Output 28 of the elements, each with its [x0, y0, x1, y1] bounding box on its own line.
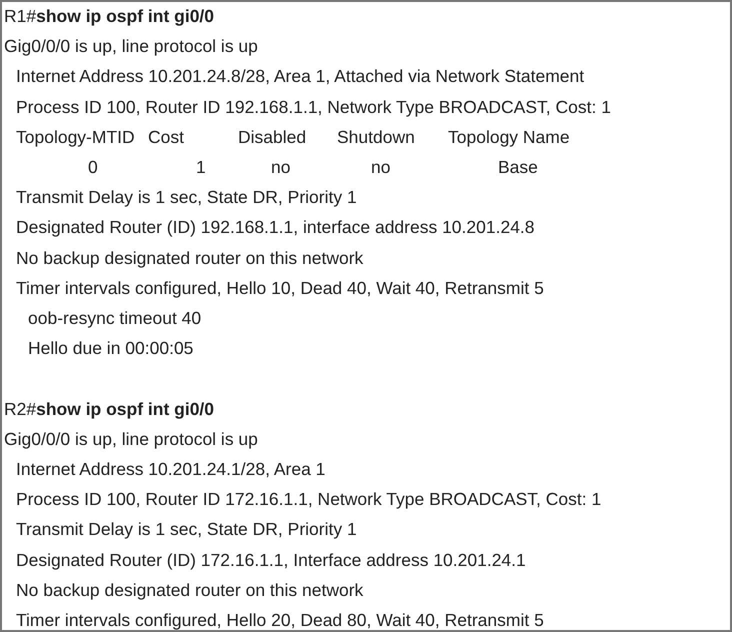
output-line: No backup designated router on this network — [16, 578, 364, 601]
table-header: Shutdown — [337, 126, 415, 148]
output-line: Designated Router (ID) 172.16.1.1, Interface address 10.201.24.1 — [16, 548, 526, 571]
table-header: Cost — [148, 126, 184, 148]
command-line: R1#show ip ospf int gi0/0 — [4, 5, 214, 27]
table-value: no — [371, 156, 390, 178]
table-value: 0 — [88, 156, 98, 178]
output-line: Internet Address 10.201.24.8/28, Area 1, Attached via Network Statement — [16, 65, 584, 88]
output-line: Internet Address 10.201.24.1/28, Area 1 — [16, 458, 326, 480]
command-line: R2#show ip ospf int gi0/0 — [4, 398, 214, 420]
output-line: Process ID 100, Router ID 172.16.1.1, Network Type BROADCAST, Cost: 1 — [16, 488, 602, 510]
table-header: Topology Name — [448, 126, 570, 148]
output-line: oob-resync timeout 40 — [28, 307, 202, 329]
table-header: Disabled — [238, 126, 306, 148]
output-line: Gig0/0/0 is up, line protocol is up — [4, 428, 258, 450]
output-line: Transmit Delay is 1 sec, State DR, Priority 1 — [16, 518, 357, 540]
table-value: no — [271, 156, 290, 178]
output-line: Transmit Delay is 1 sec, State DR, Priority 1 — [16, 186, 357, 208]
table-value: Base — [498, 156, 538, 178]
table-value: 1 — [196, 156, 206, 178]
output-line: Designated Router (ID) 192.168.1.1, interface address 10.201.24.8 — [16, 216, 535, 238]
output-line: Timer intervals configured, Hello 10, Dead 40, Wait 40, Retransmit 5 — [16, 276, 544, 299]
output-line: Hello due in 00:00:05 — [28, 337, 194, 360]
output-line: Gig0/0/0 is up, line protocol is up — [4, 35, 258, 58]
table-header: Topology-MTID — [16, 126, 135, 148]
output-line: Process ID 100, Router ID 192.168.1.1, Network Type BROADCAST, Cost: 1 — [16, 96, 611, 118]
output-line: Timer intervals configured, Hello 20, Dead 80, Wait 40, Retransmit 5 — [16, 609, 544, 630]
output-line: No backup designated router on this network — [16, 246, 364, 269]
